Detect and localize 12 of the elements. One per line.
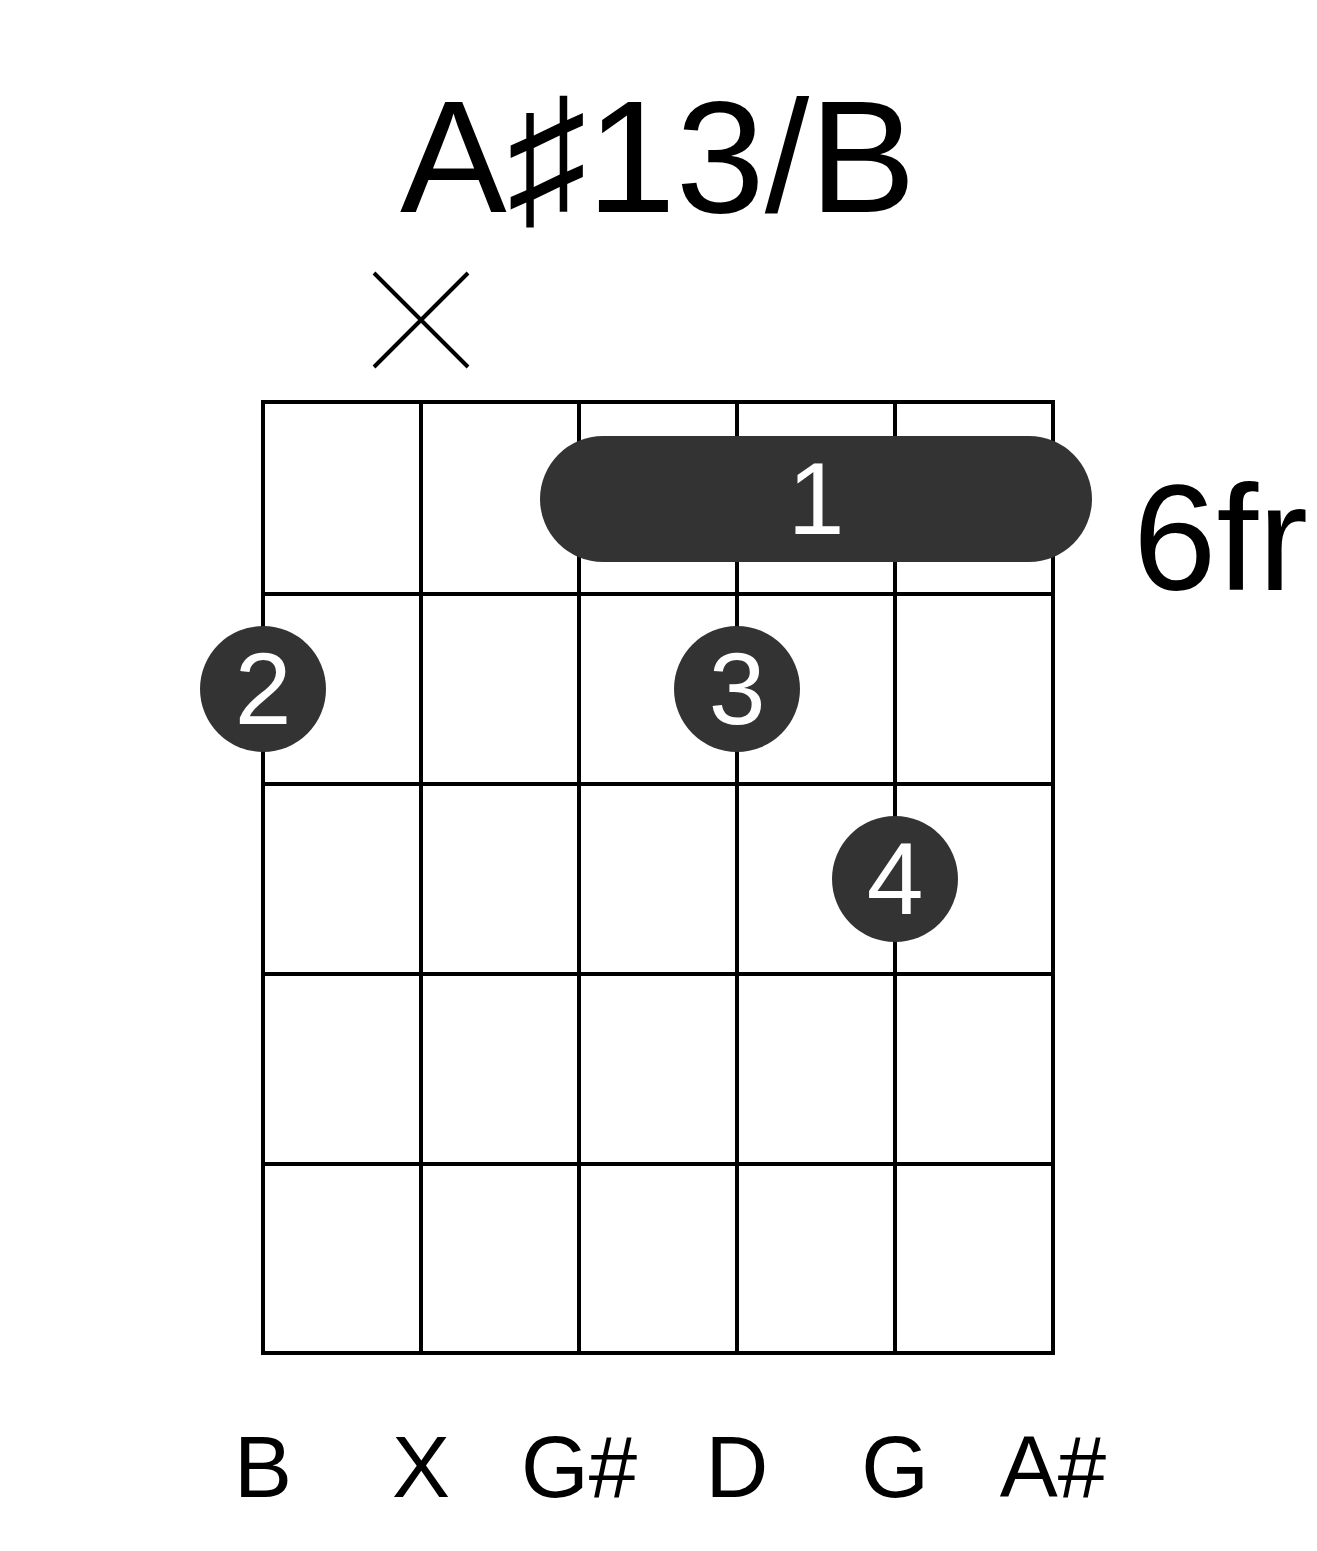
string-note: G	[861, 1423, 929, 1511]
string-note: X	[392, 1423, 450, 1511]
finger-number: 1	[787, 448, 845, 550]
string-note: D	[705, 1423, 769, 1511]
finger-number: 2	[234, 638, 292, 740]
finger-number: 4	[866, 828, 924, 930]
fret-number: 6fr	[1133, 463, 1309, 613]
string-note: B	[234, 1423, 292, 1511]
chord-title: A♯13/B	[400, 76, 916, 237]
string-note: G#	[520, 1423, 638, 1511]
finger-number: 3	[708, 638, 766, 740]
string-note: A#	[999, 1423, 1107, 1511]
